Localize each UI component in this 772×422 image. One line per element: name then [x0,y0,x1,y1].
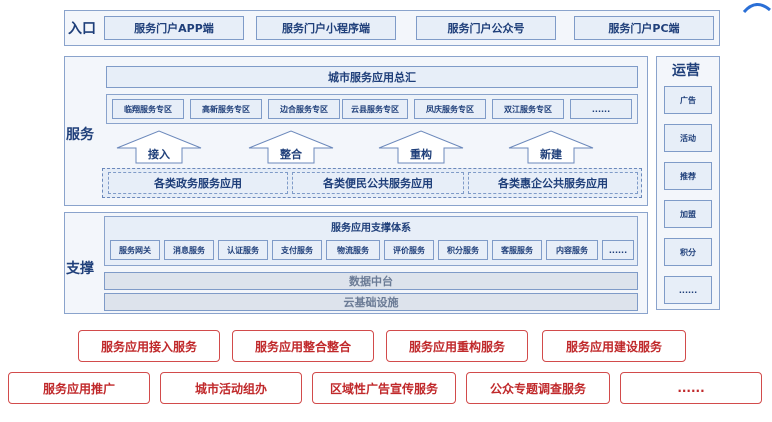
bottom-regional-ads: 区域性广告宣传服务 [312,372,456,404]
zone-yunxian: 云县服务专区 [342,99,408,119]
up-arrow-icon [116,130,202,164]
bottom-access-service: 服务应用接入服务 [78,330,220,362]
entry-app: 服务门户APP端 [104,16,244,40]
cloud-infrastructure: 云基础设施 [104,293,638,311]
service-summary-title: 城市服务应用总汇 [106,66,638,88]
up-arrow-icon [248,130,334,164]
svc-points: 积分服务 [438,240,488,260]
entry-pc: 服务门户PC端 [574,16,714,40]
operation-more: ...... [664,276,712,304]
bottom-rebuild-service: 服务应用重构服务 [386,330,528,362]
data-platform: 数据中台 [104,272,638,290]
corner-decoration-icon [742,3,771,14]
operation-ad: 广告 [664,86,712,114]
support-system-title: 服务应用支撑体系 [331,223,411,234]
zone-gaoxin: 高新服务专区 [190,99,262,119]
entry-official-account: 服务门户公众号 [416,16,556,40]
bottom-city-events: 城市活动组办 [160,372,302,404]
svc-customer: 客服服务 [492,240,542,260]
zone-fengqing: 凤庆服务专区 [414,99,486,119]
arrow-label-rebuild: 重构 [410,148,432,161]
svc-auth: 认证服务 [218,240,268,260]
zone-more: ...... [570,99,632,119]
bottom-integration-service: 服务应用整合整合 [232,330,374,362]
arrow-label-integrate: 整合 [280,148,302,161]
operation-label: 运营 [672,63,700,79]
zone-lincang: 临翔服务专区 [112,99,184,119]
app-enterprise: 各类惠企公共服务应用 [468,172,638,194]
svc-message: 消息服务 [164,240,214,260]
entry-label: 入口 [68,21,96,37]
bottom-public-survey: 公众专题调查服务 [466,372,610,404]
zone-shuangjiang: 双江服务专区 [492,99,564,119]
zone-binhe: 边合服务专区 [268,99,340,119]
app-government: 各类政务服务应用 [108,172,288,194]
bottom-promotion: 服务应用推广 [8,372,150,404]
operation-recommend: 推荐 [664,162,712,190]
svc-payment: 支付服务 [272,240,322,260]
app-public: 各类便民公共服务应用 [292,172,464,194]
entry-miniprogram: 服务门户小程序端 [256,16,396,40]
operation-join: 加盟 [664,200,712,228]
svc-gateway: 服务网关 [110,240,160,260]
operation-activity: 活动 [664,124,712,152]
svc-logistics: 物流服务 [326,240,380,260]
bottom-more: ...... [620,372,762,404]
svc-content: 内容服务 [546,240,598,260]
service-label: 服务 [66,127,94,143]
up-arrow-icon [508,130,594,164]
bottom-build-service: 服务应用建设服务 [542,330,686,362]
arrow-label-access: 接入 [148,148,170,161]
svc-more: ...... [602,240,634,260]
operation-points: 积分 [664,238,712,266]
up-arrow-icon [378,130,464,164]
svc-review: 评价服务 [384,240,434,260]
support-label: 支撑 [66,261,94,277]
arrow-label-new: 新建 [540,148,562,161]
